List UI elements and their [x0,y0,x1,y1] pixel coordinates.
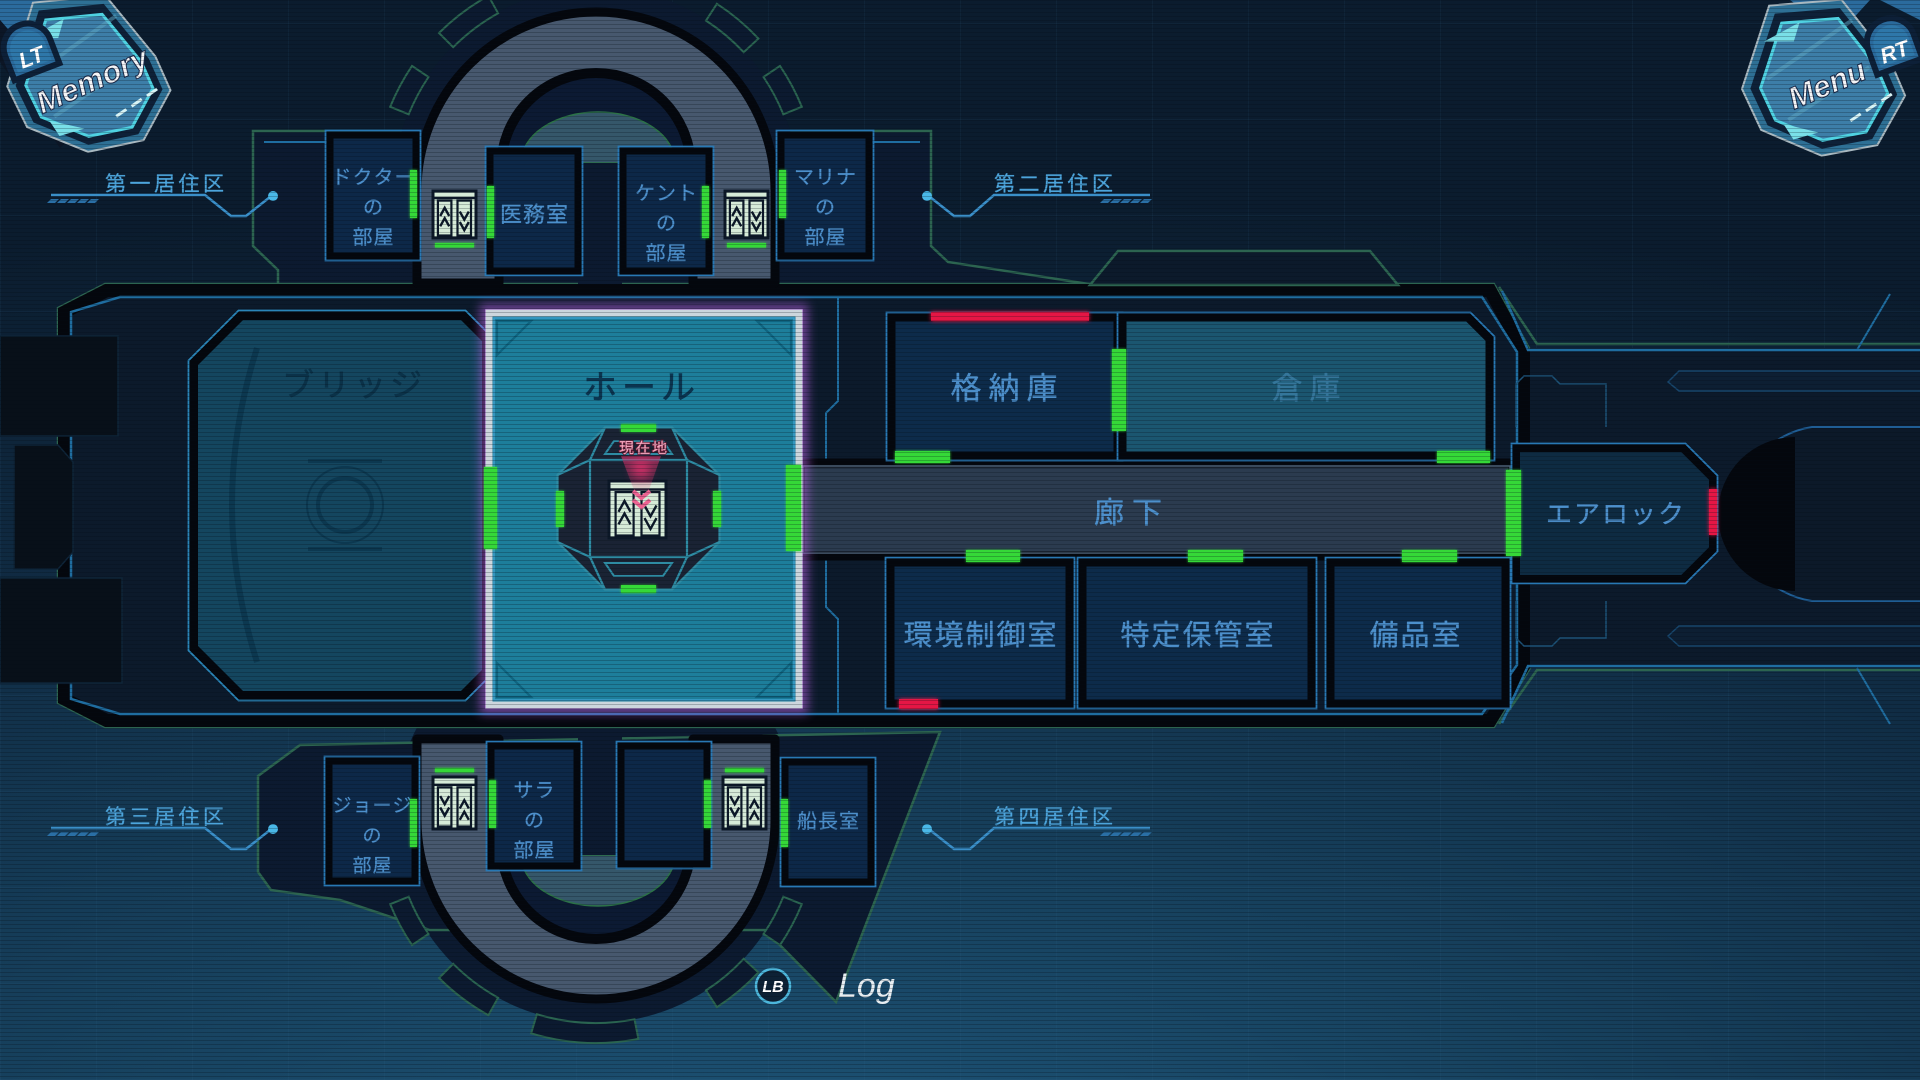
svg-text:Log: Log [838,967,895,1005]
svg-text:LB: LB [762,979,783,996]
